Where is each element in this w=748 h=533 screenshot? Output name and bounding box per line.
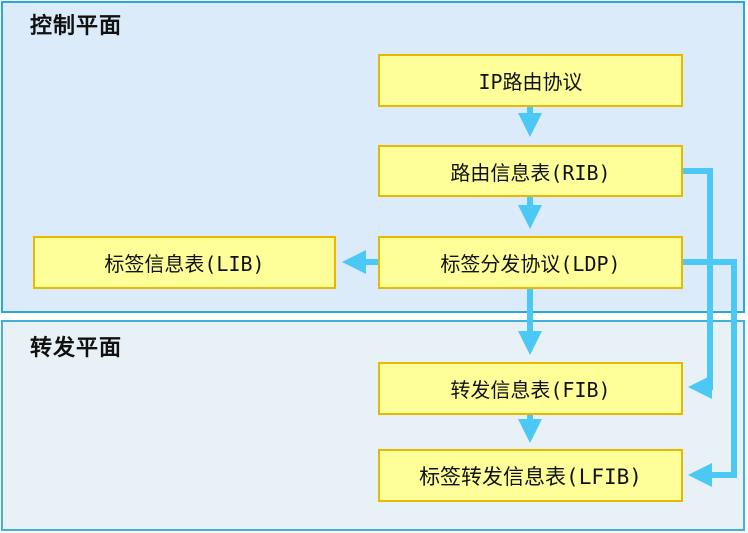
arrow-ldp-to-lfib xyxy=(683,259,737,487)
lfib-box: 标签转发信息表(LFIB) xyxy=(378,449,683,502)
control-plane-title: 控制平面 xyxy=(30,14,123,39)
arrow-rib-to-fib xyxy=(683,168,713,399)
lib-box: 标签信息表(LIB) xyxy=(33,236,336,289)
ip-routing-protocol-box: IP路由协议 xyxy=(378,54,683,107)
ldp-box: 标签分发协议(LDP) xyxy=(378,236,683,289)
forwarding-plane-title: 转发平面 xyxy=(30,336,123,361)
fib-box: 转发信息表(FIB) xyxy=(378,362,683,415)
rib-box: 路由信息表(RIB) xyxy=(378,145,683,197)
